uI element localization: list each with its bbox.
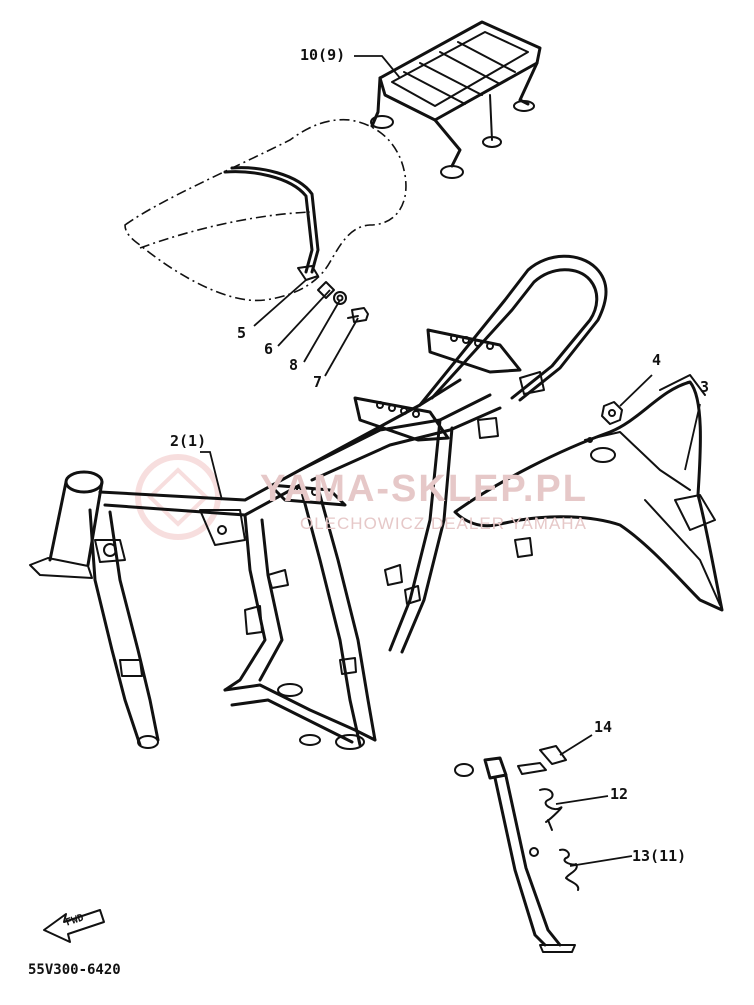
callout-fender-nut: 4 — [652, 351, 662, 369]
leader-lines — [200, 55, 701, 867]
fwd-arrow-icon — [43, 909, 105, 943]
callout-spring-upper: 12 — [610, 785, 629, 803]
callout-washer: 8 — [289, 356, 299, 374]
callout-collar: 6 — [264, 340, 274, 358]
watermark-text: YAMA-SKLEP.PL — [260, 468, 588, 510]
callout-carrier: 10(9) — [300, 46, 346, 64]
side-stand-assembly — [454, 745, 580, 953]
fender-nut — [587, 401, 623, 443]
watermark-subtext: OLECHOWICZ DEALER YAMAHA — [300, 514, 587, 533]
callout-bolt: 7 — [313, 373, 323, 391]
seat-outline — [124, 118, 407, 302]
callout-seat-band: 5 — [237, 324, 247, 342]
rear-carrier — [370, 20, 542, 179]
main-frame — [29, 254, 608, 750]
callout-spring-lower: 13(11) — [632, 847, 687, 865]
rear-fender — [453, 374, 724, 612]
callout-fender: 3 — [700, 378, 710, 396]
callout-frame: 2(1) — [170, 432, 207, 450]
callout-stand-bolt: 14 — [594, 718, 613, 736]
diagram-code: 55V300-6420 — [28, 962, 121, 978]
seat-fasteners — [317, 281, 369, 323]
